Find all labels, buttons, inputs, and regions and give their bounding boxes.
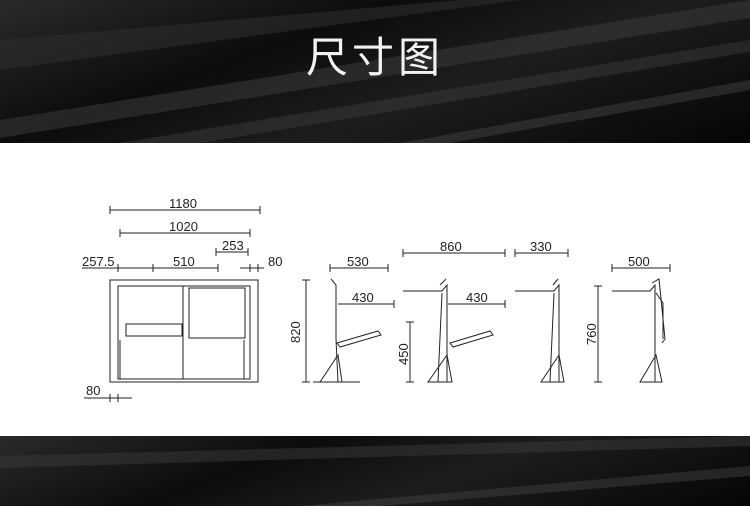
label-450: 450 [396, 343, 411, 365]
label-253: 253 [222, 238, 244, 253]
label-510: 510 [173, 254, 195, 269]
banner-stripes [0, 0, 750, 143]
front-outline [109, 279, 259, 383]
page-title: 尺寸图 [305, 33, 444, 82]
dimension-drawing: 1180 1020 253 257.5 510 80 80 530 430 82… [82, 196, 671, 402]
label-530: 530 [347, 254, 369, 269]
label-500: 500 [628, 254, 650, 269]
label-330: 330 [530, 239, 552, 254]
side-view-3 [515, 278, 565, 383]
footer-stripes [0, 436, 750, 506]
side-view-2 [403, 278, 494, 383]
label-430-b: 430 [466, 290, 488, 305]
header-banner: 尺寸图 [0, 0, 750, 143]
front-seat [125, 323, 183, 337]
label-80-right: 80 [268, 254, 282, 269]
side-view-4 [612, 278, 666, 383]
front-tablet [188, 287, 246, 339]
label-1020: 1020 [169, 219, 198, 234]
label-1180: 1180 [169, 196, 197, 211]
label-860: 860 [440, 239, 462, 254]
side-view-1 [313, 278, 382, 383]
label-760: 760 [584, 323, 599, 345]
front-view [109, 279, 259, 383]
label-430-a: 430 [352, 290, 374, 305]
label-80-bottom: 80 [86, 383, 100, 398]
front-inner-frame [117, 285, 251, 380]
footer-banner [0, 436, 750, 506]
label-820: 820 [288, 321, 303, 343]
label-257-5: 257.5 [82, 254, 115, 269]
